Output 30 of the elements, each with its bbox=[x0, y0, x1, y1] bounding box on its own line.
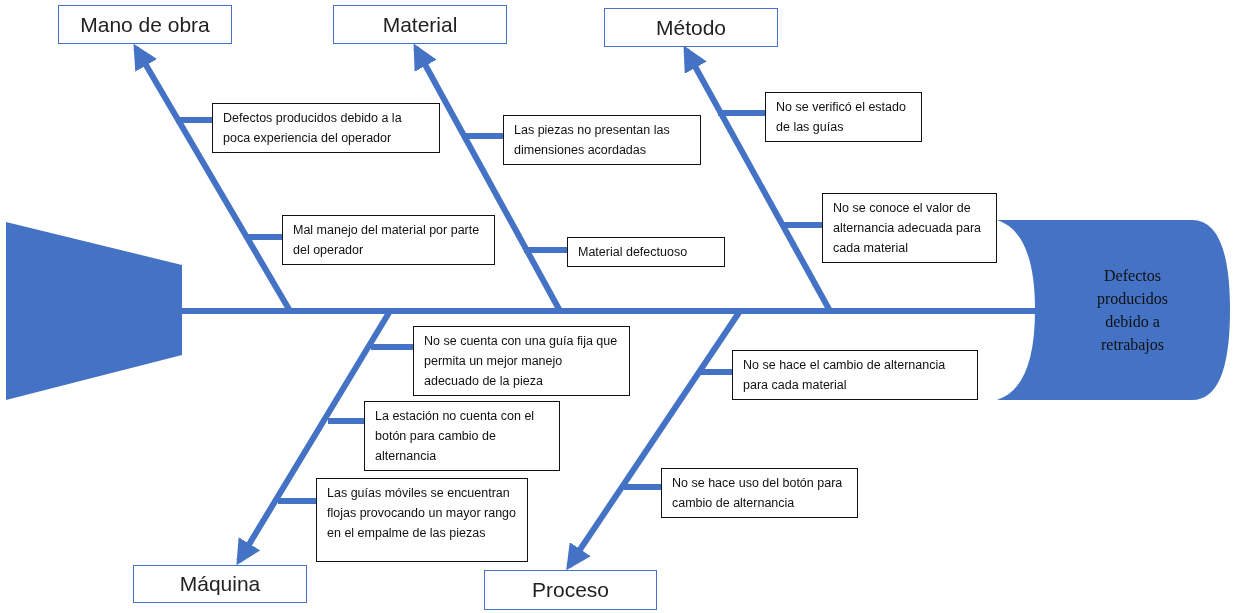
cause-box: No se hace uso del botón para cambio de alternancia bbox=[661, 468, 858, 518]
sub-bone-line bbox=[781, 222, 822, 228]
sub-bone-line bbox=[371, 344, 413, 350]
cause-box: Las guías móviles se encuentran flojas provocando un mayor rango en el empalme de las piezas bbox=[316, 478, 528, 562]
category-label-box: Proceso bbox=[484, 570, 657, 610]
sub-bone-line bbox=[328, 418, 364, 424]
cause-box: La estación no cuenta con el botón para cambio de alternancia bbox=[364, 401, 560, 471]
cause-box: No se hace el cambio de alternancia para cada material bbox=[732, 350, 978, 400]
sub-bone-line bbox=[718, 110, 765, 116]
cause-box: No se conoce el valor de alternancia adecuada para cada material bbox=[822, 193, 997, 263]
cause-box: Las piezas no presentan las dimensiones acordadas bbox=[503, 115, 701, 165]
sub-bone-line bbox=[278, 498, 316, 504]
sub-bone-line bbox=[176, 117, 212, 123]
sub-bone-line bbox=[700, 369, 732, 375]
category-label-box: Mano de obra bbox=[58, 5, 232, 44]
spine-line bbox=[182, 308, 1035, 314]
cause-box: Defectos producidos debido a la poca experiencia del operador bbox=[212, 103, 440, 153]
sub-bone-line bbox=[524, 247, 567, 253]
cause-box: Material defectuoso bbox=[567, 237, 725, 267]
sub-bone-line bbox=[245, 234, 282, 240]
effect-text: Defectos producidos debido a retrabajos bbox=[1095, 265, 1170, 356]
cause-box: No se cuenta con una guía fija que permita un mejor manejo adecuado de la pieza bbox=[413, 326, 630, 396]
sub-bone-line bbox=[462, 133, 503, 139]
category-label-box: Máquina bbox=[133, 565, 307, 603]
cause-box: Mal manejo del material por parte del operador bbox=[282, 215, 495, 265]
fish-tail-shape bbox=[6, 222, 182, 400]
sub-bone-line bbox=[624, 484, 661, 490]
cause-box: No se verificó el estado de las guías bbox=[765, 92, 922, 142]
category-label-box: Método bbox=[604, 8, 778, 47]
category-label-box: Material bbox=[333, 5, 507, 44]
